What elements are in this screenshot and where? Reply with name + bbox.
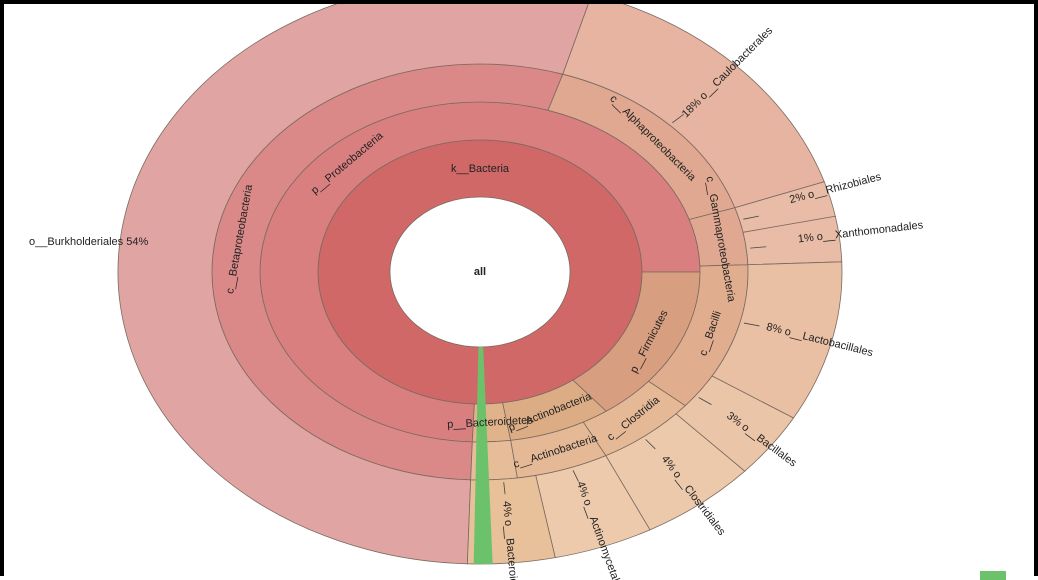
highlight-wedge[interactable] (473, 346, 493, 564)
wedge-layer (117, 4, 843, 565)
leader-bacillales (698, 397, 712, 405)
label-phylum-bacteroidetes: p__Bacteroidetes (447, 414, 534, 430)
leader-bacteroidales (503, 482, 506, 495)
leader-actinomycetales (572, 470, 579, 482)
leader-rhizobiales (743, 215, 759, 220)
leader-caulobacterales (672, 113, 684, 124)
label-order-burkholderiales: o__Burkholderiales 54% (29, 236, 148, 248)
leader-lactobacillales (743, 322, 760, 327)
label-kingdom-bacteria: k__Bacteria (451, 163, 510, 175)
wedge-order-burkholderiales[interactable] (117, 4, 592, 565)
sunburst-chart: allk__Bacteriap__Proteobacteriap__Firmic… (29, 4, 1006, 580)
leader-clostridiales (645, 439, 656, 450)
leader-xanthomonadales (750, 246, 767, 249)
center-label: all (474, 266, 486, 278)
